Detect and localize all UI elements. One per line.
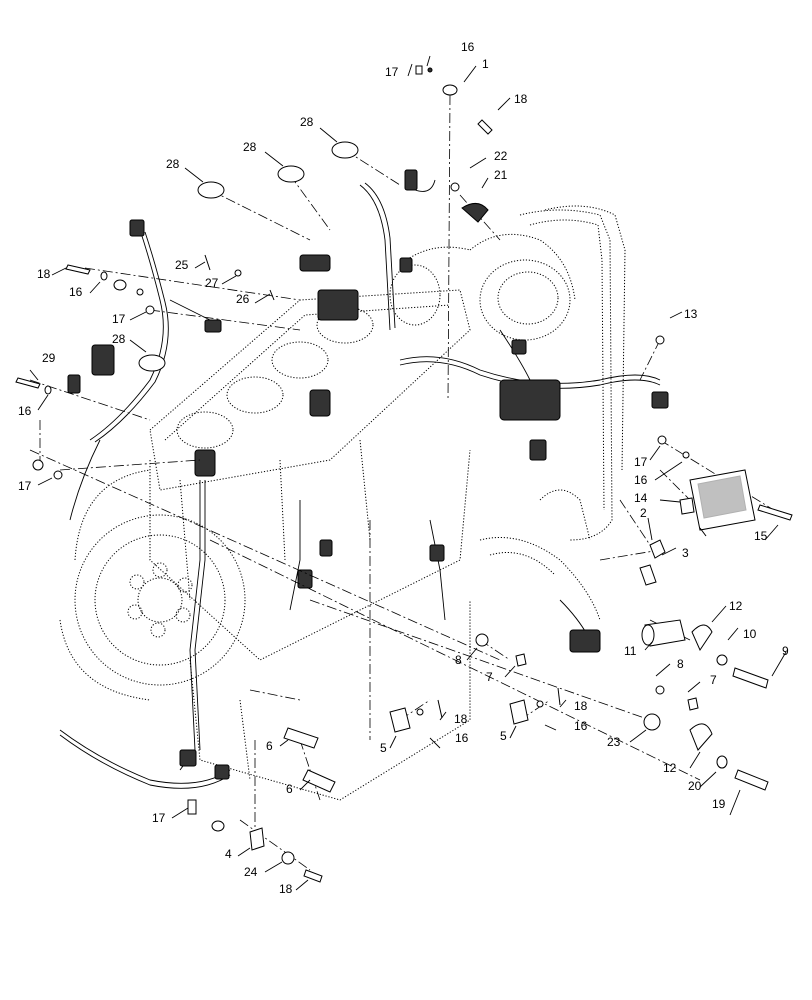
callout-7-a: 7 — [486, 670, 493, 684]
assembly-leader-lines — [29, 94, 791, 871]
callout-16-mid1: 16 — [455, 731, 469, 745]
callout-25: 25 — [175, 258, 189, 272]
callout-24: 24 — [244, 865, 258, 879]
callout-17-left: 17 — [112, 312, 126, 326]
callout-22: 22 — [494, 149, 508, 163]
callout-28-d: 28 — [112, 332, 126, 346]
callout-18-bot: 18 — [279, 882, 293, 896]
engine-block-outline — [59, 205, 626, 801]
callout-1: 1 — [482, 57, 489, 71]
callout-16-left2: 16 — [18, 404, 32, 418]
callout-6-a: 6 — [266, 739, 273, 753]
harness-connectors — [67, 169, 669, 780]
callout-13: 13 — [684, 307, 698, 321]
callout-7-b: 7 — [710, 673, 717, 687]
callout-27: 27 — [205, 276, 219, 290]
callout-2: 2 — [640, 506, 647, 520]
callout-21: 21 — [494, 168, 508, 182]
callout-18-left: 18 — [37, 267, 51, 281]
callout-leaders — [29, 55, 787, 891]
callout-16-top: 16 — [461, 40, 475, 54]
callout-16-right: 16 — [634, 473, 648, 487]
wire-harness — [59, 179, 661, 789]
hardware-parts — [15, 65, 793, 883]
callout-16-left: 16 — [69, 285, 83, 299]
callout-11: 11 — [624, 644, 637, 658]
callout-14: 14 — [634, 491, 648, 505]
callout-12-bot: 12 — [663, 761, 677, 775]
callout-18-mid1: 18 — [454, 712, 468, 726]
callout-4: 4 — [225, 847, 232, 861]
callout-20: 20 — [688, 779, 702, 793]
callout-28-b: 28 — [243, 140, 257, 154]
callout-12-top: 12 — [729, 599, 743, 613]
callout-18-mid2: 18 — [574, 699, 588, 713]
callout-10: 10 — [743, 627, 757, 641]
callout-8-a: 8 — [455, 653, 462, 667]
callout-17-right: 17 — [634, 455, 648, 469]
callout-9: 9 — [782, 644, 789, 658]
callout-5-b: 5 — [500, 729, 507, 743]
callout-3: 3 — [682, 546, 689, 560]
callout-8-b: 8 — [677, 657, 684, 671]
callout-29: 29 — [42, 351, 56, 365]
callout-26: 26 — [236, 292, 250, 306]
callout-15: 15 — [754, 529, 768, 543]
callout-6-b: 6 — [286, 782, 293, 796]
callout-23: 23 — [607, 735, 621, 749]
callout-18-top: 18 — [514, 92, 528, 106]
callout-16-mid2: 16 — [574, 719, 588, 733]
callout-labels: 1617118282828222118162527261728132916171… — [18, 40, 789, 896]
callout-19: 19 — [712, 797, 726, 811]
callout-17-top: 17 — [385, 65, 399, 79]
callout-5-a: 5 — [380, 741, 387, 755]
callout-17-bot: 17 — [152, 811, 166, 825]
callout-28-c: 28 — [300, 115, 314, 129]
callout-17-left2: 17 — [18, 479, 32, 493]
callout-28-a: 28 — [166, 157, 180, 171]
